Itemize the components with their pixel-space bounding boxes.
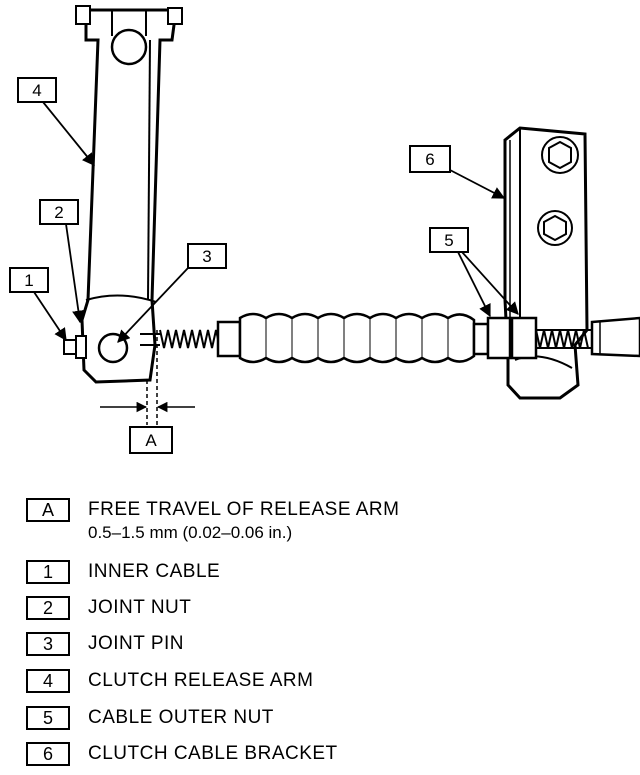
- legend-row-1: 1 INNER CABLE: [26, 560, 220, 584]
- clutch-release-arm: [75, 5, 183, 384]
- free-travel-dimension: [100, 330, 195, 425]
- legend-key: 4: [26, 669, 70, 693]
- callout-3: 3: [117, 243, 227, 343]
- legend-key: 3: [26, 632, 70, 656]
- legend-key: 6: [26, 742, 70, 766]
- svg-text:3: 3: [202, 247, 211, 266]
- legend-label-main: FREE TRAVEL OF RELEASE ARM: [88, 499, 400, 520]
- cable-boot: [216, 312, 476, 364]
- callout-2: 2: [39, 199, 85, 324]
- legend-label-sub: 0.5–1.5 mm (0.02–0.06 in.): [88, 523, 293, 542]
- svg-text:A: A: [145, 431, 157, 450]
- legend-label: CLUTCH CABLE BRACKET: [88, 743, 338, 764]
- outer-cable-thread: [535, 329, 592, 349]
- svg-text:4: 4: [32, 81, 41, 100]
- svg-text:5: 5: [444, 231, 453, 250]
- callout-1: 1: [9, 267, 67, 342]
- bracket-bolt-upper: [541, 136, 579, 174]
- legend-key: 1: [26, 560, 70, 584]
- callout-a: A: [129, 426, 173, 454]
- legend-label: INNER CABLE: [88, 561, 221, 582]
- outer-cable: [590, 316, 640, 358]
- legend: A FREE TRAVEL OF RELEASE ARM 0.5–1.5 mm …: [0, 492, 640, 775]
- legend-label: JOINT NUT: [88, 597, 192, 618]
- legend-label: CLUTCH RELEASE ARM: [88, 670, 314, 691]
- callout-4: 4: [17, 77, 95, 166]
- callout-5: 5: [429, 227, 519, 318]
- svg-text:1: 1: [24, 271, 33, 290]
- legend-row-3: 3 JOINT PIN: [26, 632, 184, 656]
- legend-row-6: 6 CLUTCH CABLE BRACKET: [26, 742, 338, 766]
- legend-label: CABLE OUTER NUT: [88, 707, 274, 728]
- legend-row-4: 4 CLUTCH RELEASE ARM: [26, 669, 313, 693]
- legend-key: 2: [26, 596, 70, 620]
- cable-outer-nuts: [472, 316, 538, 360]
- svg-text:6: 6: [425, 150, 434, 169]
- legend-label: JOINT PIN: [88, 633, 184, 654]
- legend-row-2: 2 JOINT NUT: [26, 596, 191, 620]
- bracket-bolt-lower: [537, 210, 573, 246]
- svg-text:2: 2: [54, 203, 63, 222]
- joint-nut: [63, 335, 87, 359]
- legend-key: A: [26, 498, 70, 522]
- legend-key: 5: [26, 706, 70, 730]
- callout-6: 6: [409, 145, 506, 199]
- legend-row-a: A FREE TRAVEL OF RELEASE ARM 0.5–1.5 mm …: [26, 498, 399, 544]
- clutch-cable-diagram: 4 2 3 1 6 5 A: [9, 5, 640, 454]
- legend-row-5: 5 CABLE OUTER NUT: [26, 706, 274, 730]
- legend-label: FREE TRAVEL OF RELEASE ARM 0.5–1.5 mm (0…: [88, 498, 399, 544]
